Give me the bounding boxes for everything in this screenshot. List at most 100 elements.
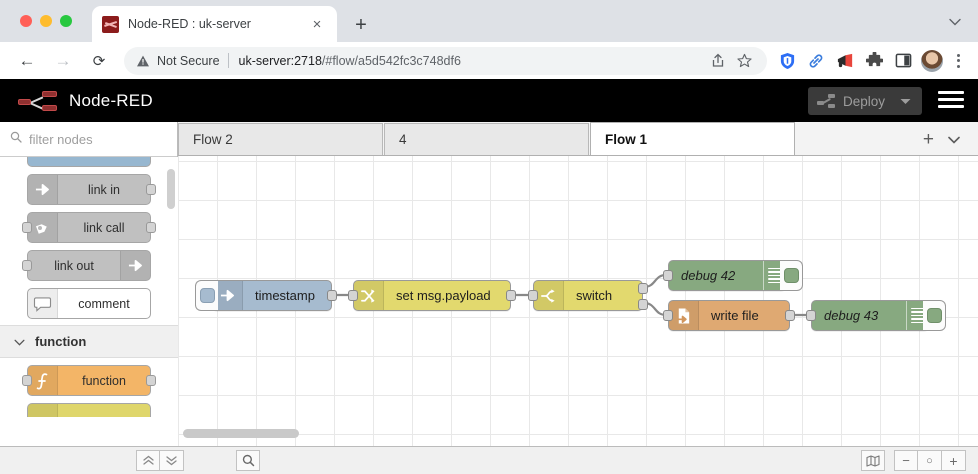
- node-red-header: Node-RED Deploy: [0, 80, 978, 122]
- inject-trigger-button[interactable]: [195, 280, 218, 311]
- palette-node-partial-bottom[interactable]: [27, 403, 151, 417]
- link-icon[interactable]: [804, 49, 828, 73]
- flow-list-dropdown-button[interactable]: [948, 131, 960, 149]
- zoom-in-button[interactable]: +: [942, 450, 966, 471]
- debug-lines-icon: [763, 261, 785, 290]
- deploy-button[interactable]: Deploy: [808, 87, 896, 115]
- flow-node-label: write file: [711, 308, 759, 323]
- deploy-icon: [816, 94, 835, 108]
- input-port[interactable]: [348, 290, 358, 301]
- output-port[interactable]: [146, 375, 156, 386]
- flow-node-write-file[interactable]: write file: [663, 300, 795, 331]
- palette-scrollbar[interactable]: [167, 169, 175, 209]
- input-port[interactable]: [806, 310, 816, 321]
- zoom-controls: − ○ +: [894, 450, 966, 471]
- palette-search-row[interactable]: [0, 122, 177, 157]
- profile-avatar[interactable]: [921, 49, 943, 72]
- close-window-button[interactable]: [20, 15, 32, 27]
- palette-node-list[interactable]: link in link call link out: [0, 157, 178, 446]
- flow-tab-flow-2[interactable]: Flow 2: [178, 123, 383, 155]
- deploy-button-group[interactable]: Deploy: [807, 87, 922, 115]
- output-port[interactable]: [506, 290, 516, 301]
- canvas-horizontal-scrollbar[interactable]: [183, 429, 299, 438]
- filter-nodes-input[interactable]: [29, 131, 159, 147]
- address-bar[interactable]: Not Secure uk-server:2718/#flow/a5d542fc…: [124, 46, 767, 75]
- minimize-window-button[interactable]: [40, 15, 52, 27]
- omnibox-divider: [227, 53, 229, 68]
- output-port[interactable]: [146, 184, 156, 195]
- function-icon: [28, 366, 58, 395]
- add-flow-button[interactable]: +: [922, 129, 934, 150]
- bookmark-star-icon[interactable]: [733, 50, 755, 72]
- input-port[interactable]: [22, 222, 32, 233]
- flow-node-inject[interactable]: timestamp: [195, 280, 337, 311]
- flow-node-change[interactable]: set msg.payload: [348, 280, 516, 311]
- output-port-2[interactable]: [638, 299, 648, 310]
- search-icon: [10, 130, 22, 148]
- close-icon[interactable]: ×: [312, 15, 322, 33]
- forward-button[interactable]: →: [54, 50, 72, 70]
- status-bar: − ○ +: [0, 446, 978, 474]
- palette-node-label: function: [82, 373, 126, 388]
- megaphone-icon[interactable]: [833, 49, 857, 73]
- palette-category-label: function: [35, 334, 87, 349]
- zoom-reset-button[interactable]: ○: [918, 450, 942, 471]
- output-port[interactable]: [785, 310, 795, 321]
- palette-node-label: link in: [88, 182, 120, 197]
- flow-node-debug-43[interactable]: debug 43: [806, 300, 946, 331]
- share-icon[interactable]: [707, 50, 729, 72]
- input-port[interactable]: [22, 375, 32, 386]
- flow-tab-4[interactable]: 4: [384, 123, 589, 155]
- flow-editor: Flow 2 4 Flow 1 +: [178, 122, 978, 446]
- palette-node-link-out[interactable]: link out: [22, 250, 151, 281]
- address-bar-url: uk-server:2718/#flow/a5d542fc3c748df6: [239, 54, 703, 68]
- palette-node-comment[interactable]: comment: [27, 288, 151, 319]
- flow-node-label: debug 43: [824, 308, 879, 323]
- flow-node-label: debug 42: [681, 268, 736, 283]
- maximize-window-button[interactable]: [60, 15, 72, 27]
- navigator-map-icon[interactable]: [861, 450, 885, 471]
- flow-node-switch[interactable]: switch: [528, 280, 648, 311]
- input-port[interactable]: [663, 310, 673, 321]
- chevron-down-icon: [14, 333, 25, 351]
- flow-search-button[interactable]: [236, 450, 260, 471]
- zoom-out-button[interactable]: −: [894, 450, 918, 471]
- output-port-1[interactable]: [638, 283, 648, 294]
- deploy-dropdown-button[interactable]: [896, 87, 922, 115]
- flow-tab-flow-1[interactable]: Flow 1: [590, 122, 795, 155]
- palette-node-function[interactable]: function: [22, 365, 156, 396]
- debug-toggle-button[interactable]: [780, 260, 803, 291]
- deploy-button-label: Deploy: [842, 93, 885, 109]
- expand-all-icon[interactable]: [160, 450, 184, 471]
- new-tab-button[interactable]: +: [355, 14, 367, 36]
- file-write-icon: [669, 301, 699, 330]
- flow-node-debug-42[interactable]: debug 42: [663, 260, 803, 291]
- sidebar-icon[interactable]: [891, 49, 915, 73]
- collapse-all-icon[interactable]: [136, 450, 160, 471]
- node-red-logo-icon: [18, 90, 58, 112]
- output-port[interactable]: [146, 222, 156, 233]
- main-menu-hamburger-icon[interactable]: [938, 91, 964, 108]
- browser-menu-icon[interactable]: [947, 53, 969, 68]
- palette-group-function: function: [0, 365, 178, 423]
- browser-tab[interactable]: Node-RED : uk-server ×: [92, 6, 337, 42]
- back-button[interactable]: ←: [18, 50, 36, 70]
- debug-toggle-button[interactable]: [923, 300, 946, 331]
- puzzle-icon[interactable]: [862, 49, 886, 73]
- palette-node-link-call[interactable]: link call: [22, 212, 156, 243]
- input-port[interactable]: [663, 270, 673, 281]
- chevron-down-icon[interactable]: [944, 13, 966, 31]
- input-port[interactable]: [528, 290, 538, 301]
- output-port[interactable]: [327, 290, 337, 301]
- palette-node-partial-top[interactable]: [27, 157, 151, 167]
- comment-icon: [28, 289, 58, 318]
- palette-category-function[interactable]: function: [0, 325, 178, 358]
- switch-branch-icon: [534, 281, 564, 310]
- reload-button[interactable]: ⟳: [92, 52, 106, 70]
- palette-node-link-in[interactable]: link in: [27, 174, 156, 205]
- shield-icon[interactable]: [775, 49, 799, 73]
- link-in-icon: [28, 175, 58, 204]
- flow-canvas[interactable]: timestamp set msg.payload: [178, 156, 978, 446]
- input-port[interactable]: [22, 260, 32, 271]
- palette-node-label: link out: [54, 258, 94, 273]
